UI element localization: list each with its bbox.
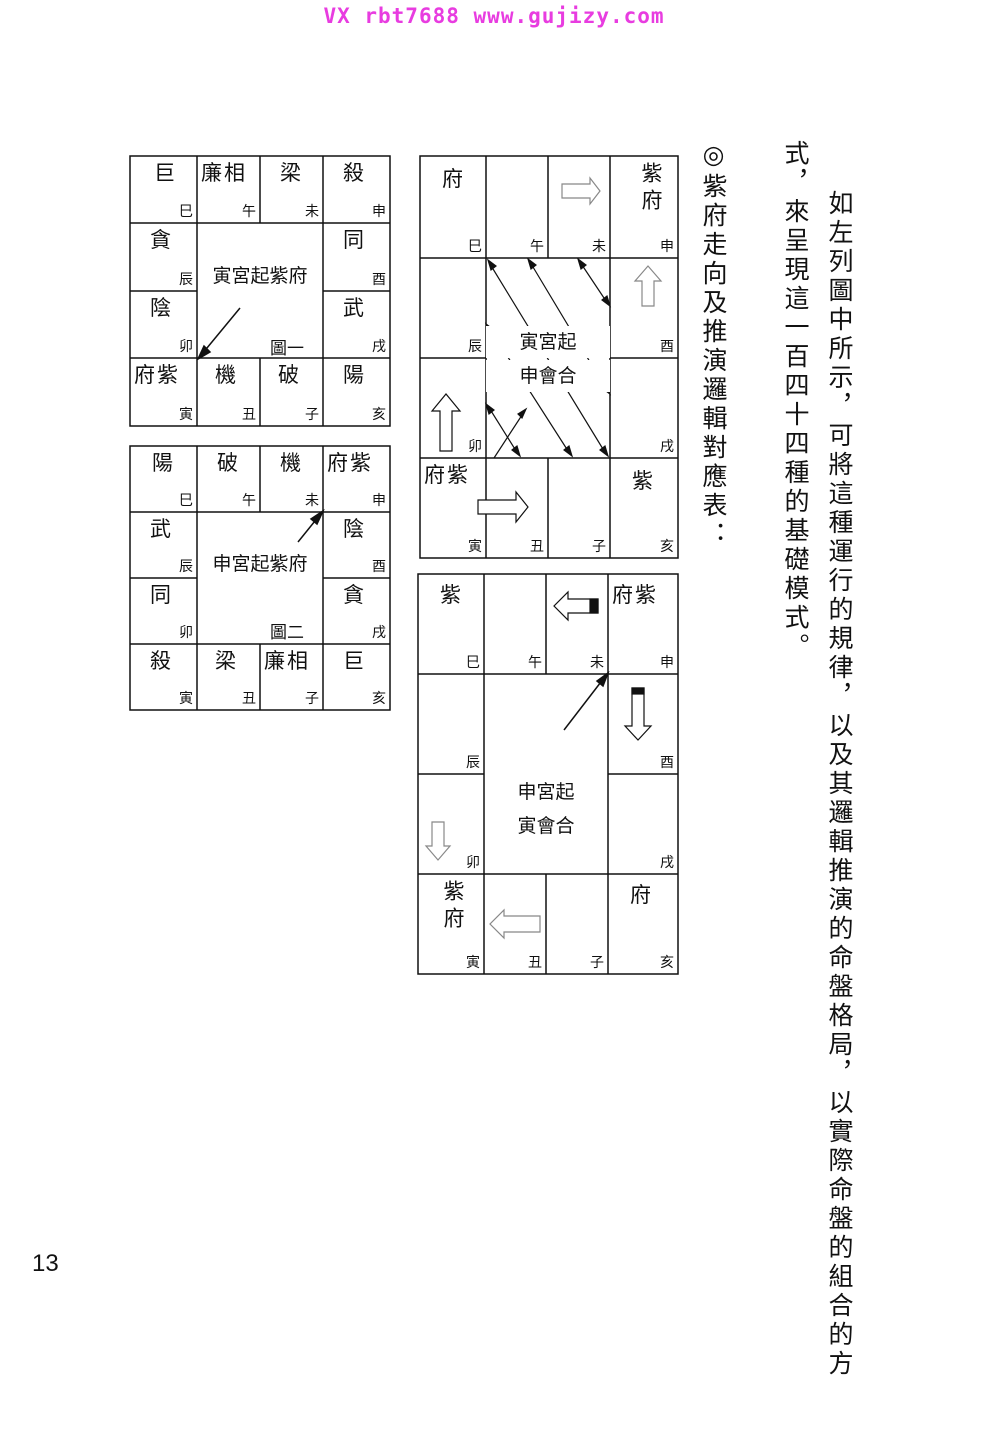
- chart1-cell-chou: 機丑: [215, 363, 256, 423]
- chart4-center-title-1: 申宮起: [517, 781, 575, 803]
- chart4-cell-mao: 卯: [466, 855, 480, 871]
- chart2-center-title: 申宮起紫府: [212, 553, 308, 575]
- chart4-cell-chou: 丑: [528, 955, 542, 971]
- chart2-cell-chou: 梁丑: [215, 649, 256, 707]
- chart1-figure-label: 圖一: [270, 339, 304, 359]
- chart1-cell-zi: 破子: [278, 363, 319, 423]
- chart1-cell-mao: 陰卯: [150, 296, 193, 355]
- chart1-cell-wu: 廉相午: [201, 161, 256, 220]
- body-text-column-2: 式，來呈現這一百四十四種的基礎模式。: [781, 140, 810, 662]
- chart3-cell-chen: 辰: [468, 339, 482, 355]
- section-heading: ◎紫府走向及推演邏輯對應表：: [699, 140, 728, 550]
- chart3-cell-yin: 府紫寅: [424, 463, 482, 555]
- chart4-arrow: [563, 670, 610, 731]
- chart2-cell-hai: 巨亥: [343, 649, 386, 707]
- chart2-cell-you: 陰酉: [343, 517, 386, 575]
- chart2-cell-mao: 同卯: [150, 583, 193, 641]
- chart2-cell-wu: 破午: [217, 451, 256, 509]
- chart2-cell-xu: 貪戌: [343, 583, 386, 641]
- chart3-grid: 府巳 午 未 紫府申 辰 酉 卯 戌 府紫寅 丑 子 紫亥 寅宮起 申會合: [419, 155, 679, 559]
- chart4-cell-xu: 戌: [660, 855, 674, 871]
- chart3-cell-hai: 紫亥: [632, 469, 674, 555]
- chart3-cell-wei: 未: [592, 239, 606, 255]
- chart4-cell-zi: 子: [590, 955, 604, 971]
- watermark: VX rbt7688 www.gujizy.com: [323, 4, 665, 28]
- chart1-cell-hai: 陽亥: [343, 363, 386, 423]
- chart1-center-title: 寅宮起紫府: [212, 265, 308, 287]
- chart4-center-title-2: 寅會合: [517, 815, 575, 837]
- chart3-center-title-1: 寅宮起: [486, 326, 610, 358]
- chart2-figure-label: 圖二: [270, 623, 304, 643]
- chart1-arrow: [196, 307, 241, 361]
- chart2-arrow: [297, 508, 325, 543]
- chart2-cell-shen: 府紫申: [327, 451, 386, 509]
- chart1-cell-si: 巨巳: [154, 161, 193, 220]
- chart1-cell-wei: 梁未: [280, 161, 319, 220]
- chart1-cell-chen: 貪辰: [150, 228, 193, 288]
- chart4-cell-yin: 紫府寅: [441, 880, 480, 971]
- chart3-cell-xu: 戌: [660, 439, 674, 455]
- chart2-cell-zi: 廉相子: [264, 649, 319, 707]
- chart3-center-title-2: 申會合: [486, 360, 610, 392]
- chart3-cell-zi: 子: [592, 539, 606, 555]
- chart3-cell-wu: 午: [530, 239, 544, 255]
- chart1-cell-xu: 武戌: [343, 296, 386, 355]
- chart1-grid: 巨巳 廉相午 梁未 殺申 貪辰 同酉 陰卯 武戌 府紫寅 機丑 破子 陽亥 寅宮…: [129, 155, 391, 427]
- chart1-cell-yin: 府紫寅: [134, 363, 193, 423]
- chart3-cell-shen: 紫府申: [639, 162, 674, 255]
- chart3-cell-you: 酉: [660, 339, 674, 355]
- chart4-cell-wei: 未: [590, 655, 604, 671]
- chart3-diagonal-arrows: [484, 257, 612, 459]
- chart1-cell-you: 同酉: [343, 228, 386, 288]
- chart4-cell-wu: 午: [528, 655, 542, 671]
- chart2-grid: 陽巳 破午 機未 府紫申 武辰 陰酉 同卯 貪戌 殺寅 梁丑 廉相子 巨亥 申宮…: [129, 445, 391, 711]
- chart4-cell-shen: 府紫申: [612, 583, 674, 671]
- chart1-cell-shen: 殺申: [343, 161, 386, 220]
- chart2-cell-chen: 武辰: [150, 517, 193, 575]
- chart3-cell-mao: 卯: [468, 439, 482, 455]
- chart2-cell-yin: 殺寅: [150, 649, 193, 707]
- chart2-cell-si: 陽巳: [152, 451, 193, 509]
- chart4-cell-hai: 府亥: [630, 883, 674, 971]
- chart4-cell-chen: 辰: [466, 755, 480, 771]
- chart3-cell-si: 府巳: [442, 167, 482, 255]
- chart4-grid: 紫巳 午 未 府紫申 辰 酉 卯 戌 紫府寅 丑 子 府亥 申宮起 寅會合: [417, 573, 679, 975]
- chart4-cell-si: 紫巳: [440, 583, 480, 671]
- chart4-cell-you: 酉: [660, 755, 674, 771]
- chart2-cell-wei: 機未: [280, 451, 319, 509]
- body-text-column-1: 如左列圖中所示，可將這種運行的規律，以及其邏輯推演的命盤格局，以實際命盤的組合的…: [825, 190, 854, 1379]
- page-number: 13: [32, 1250, 59, 1277]
- chart3-cell-chou: 丑: [530, 539, 544, 555]
